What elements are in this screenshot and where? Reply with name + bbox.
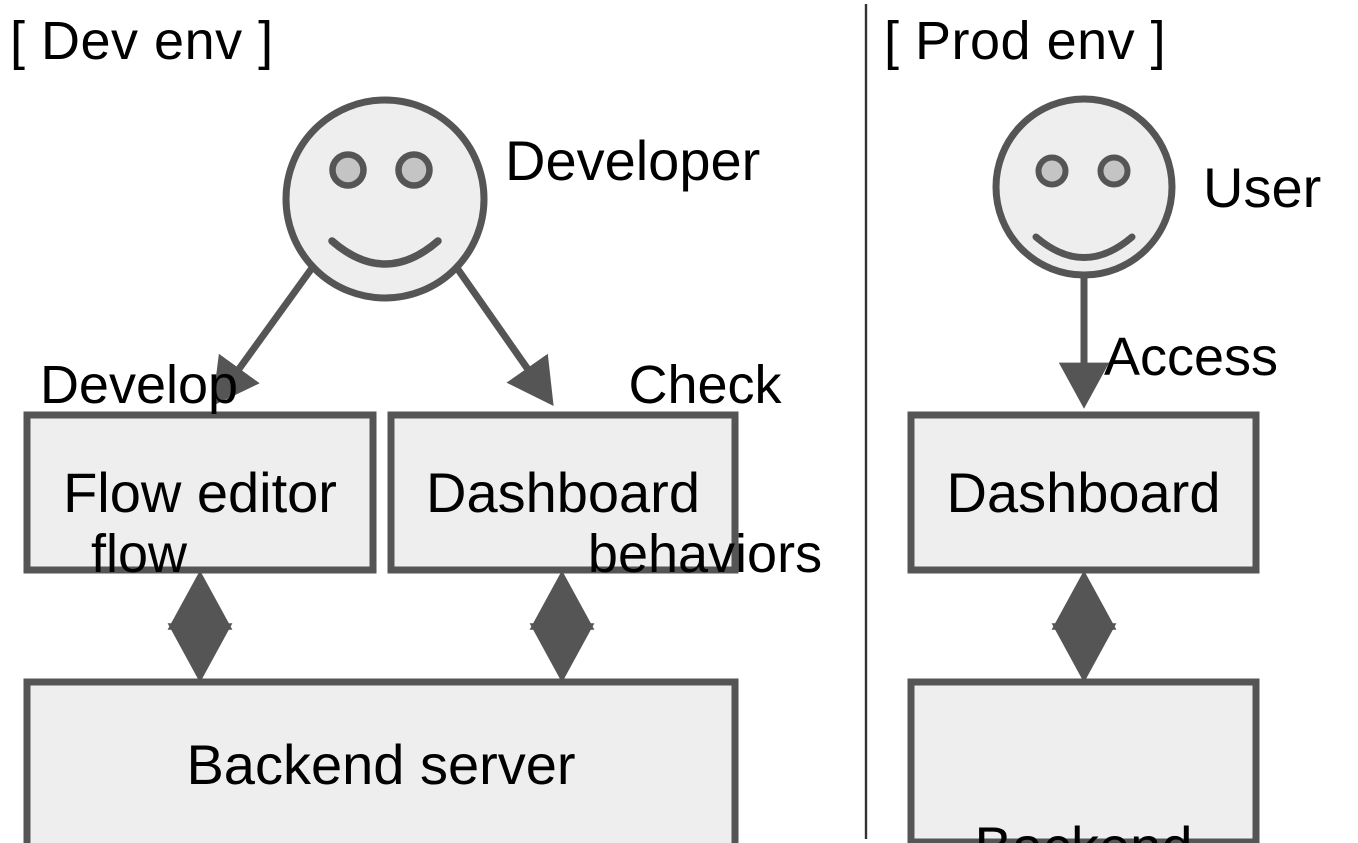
edge-label-check-behaviors-line1: Check <box>628 355 782 416</box>
developer-eye-right <box>395 151 433 189</box>
user-avatar-icon <box>992 95 1176 279</box>
box-dashboard-prod[interactable] <box>907 411 1260 574</box>
box-backend-server-dev[interactable] <box>23 678 739 843</box>
edge-label-check-behaviors-line2: behaviors <box>587 523 823 584</box>
edge-label-develop-flow-line2: flow <box>90 523 188 584</box>
developer-eye-left <box>329 151 367 189</box>
dev-env-title: [ Dev env ] <box>10 11 274 71</box>
box-label-backend-server-dev: Backend server <box>186 733 576 796</box>
developer-avatar-icon <box>282 96 488 302</box>
box-label-dashboard-dev: Dashboard <box>426 461 700 524</box>
user-label: User <box>1203 156 1322 219</box>
edge-label-develop-flow: Develop flow <box>14 245 264 694</box>
user-eye-right <box>1097 154 1131 188</box>
edge-label-access: Access <box>1104 327 1279 387</box>
arrow-check-behaviors <box>454 265 554 407</box>
box-dashboard-dev[interactable] <box>387 411 739 574</box>
edge-label-develop-flow-line1: Develop <box>39 355 239 416</box>
arrow-develop-flow <box>212 265 315 406</box>
user-eye-left <box>1035 154 1069 188</box>
developer-label: Developer <box>505 129 761 192</box>
box-label-backend-server-prod-line1: Backend <box>911 816 1256 843</box>
developer-smile <box>328 237 442 268</box>
box-flow-editor[interactable] <box>23 411 377 574</box>
user-smile <box>1032 233 1136 261</box>
box-label-dashboard-prod: Dashboard <box>946 461 1221 524</box>
box-label-backend-server-prod: Backend server <box>911 696 1256 843</box>
prod-env-title: [ Prod env ] <box>884 11 1167 71</box>
edge-label-check-behaviors: Check behaviors <box>560 245 850 694</box>
box-label-flow-editor: Flow editor <box>63 461 337 524</box>
